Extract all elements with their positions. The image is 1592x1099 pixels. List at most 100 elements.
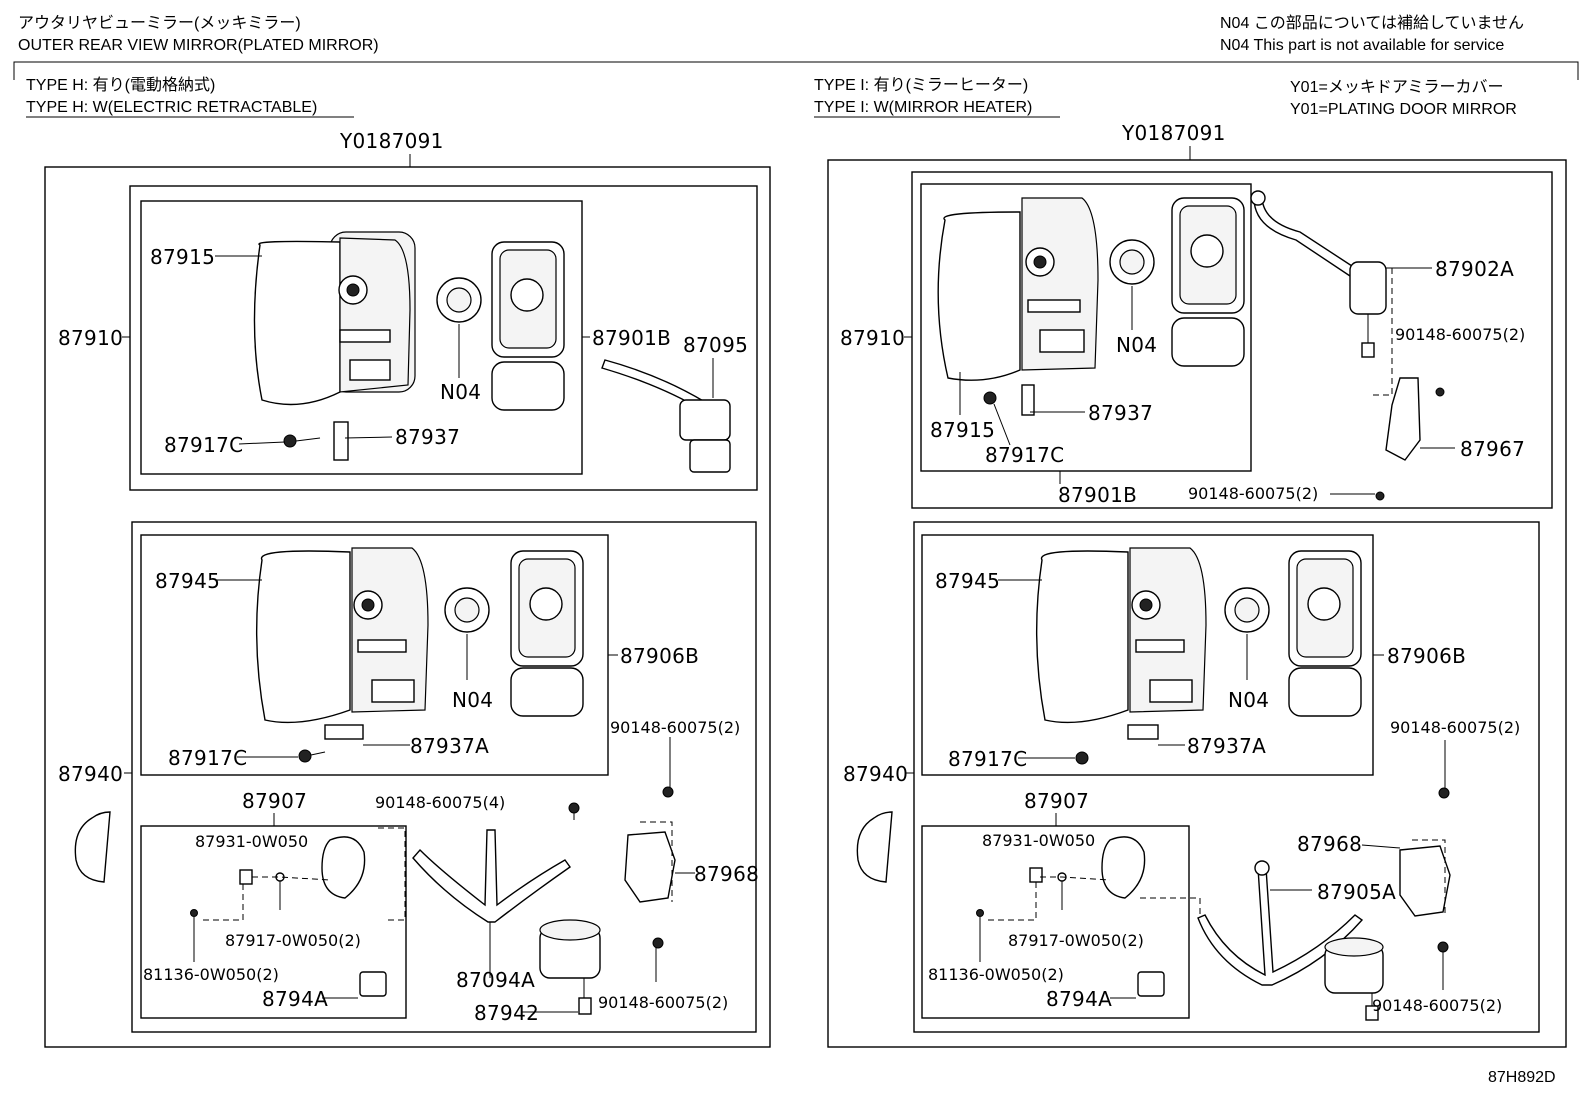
left-motor-n04 <box>436 277 482 378</box>
right-motor <box>1324 937 1384 1021</box>
right-side-cover <box>856 811 893 883</box>
right-mirror-glass-87915 <box>937 211 1021 381</box>
note-en: N04 This part is not available for servi… <box>1220 37 1504 54</box>
right-heater-87902a <box>1250 190 1387 358</box>
left-mirror-housing-lower <box>510 550 584 717</box>
right-screw-87917c <box>983 391 997 405</box>
right-assembly-code: Y0187091 <box>1121 121 1226 145</box>
right-bracket-87967 <box>1370 268 1445 501</box>
title-en: OUTER REAR VIEW MIRROR(PLATED MIRROR) <box>18 37 379 54</box>
callout: 87931-0W050 <box>982 831 1095 850</box>
callout: 87906B <box>1387 644 1466 668</box>
callout: 87968 <box>1297 832 1362 856</box>
callout: 87910 <box>58 326 123 350</box>
callout: 87901B <box>1058 483 1137 507</box>
callout: 87907 <box>1024 789 1089 813</box>
right-note-en: Y01=PLATING DOOR MIRROR <box>1290 101 1517 118</box>
left-lower-group <box>131 521 757 1033</box>
callout: 90148-60075(4) <box>375 793 505 812</box>
left-clip-87937 <box>333 421 349 461</box>
right-type-en: TYPE I: W(MIRROR HEATER) <box>814 99 1032 116</box>
callout: 87915 <box>150 245 215 269</box>
right-cover-87907 <box>976 836 1201 997</box>
right-bracket-87968 <box>1399 839 1451 917</box>
callout: 87942 <box>474 1001 539 1025</box>
callout: N04 <box>1228 688 1269 712</box>
callout: 87931-0W050 <box>195 832 308 851</box>
callout: 87917C <box>985 443 1064 467</box>
left-bracket-87095 <box>601 359 731 473</box>
left-motor-87942 <box>539 919 601 1015</box>
callout: 87901B <box>592 326 671 350</box>
left-mirror-actuator-lower <box>351 547 429 713</box>
right-mirror-housing <box>1171 197 1245 367</box>
left-mirror-housing <box>491 241 565 411</box>
callout: 87917-0W050(2) <box>1008 931 1144 950</box>
callout: 81136-0W050(2) <box>928 965 1064 984</box>
callout: 90148-60075(2) <box>610 718 740 737</box>
left-side-cover <box>74 811 111 883</box>
left-outer-frame <box>44 166 771 1048</box>
left-screw-87917c-lower <box>298 749 326 763</box>
callout: 87095 <box>683 333 748 357</box>
callout: 87907 <box>242 789 307 813</box>
right-bolts <box>1437 787 1450 953</box>
right-mirror-housing-lower <box>1288 550 1362 717</box>
right-type-jp: TYPE I: 有り(ミラーヒーター) <box>814 76 1028 94</box>
callout: 87902A <box>1435 257 1514 281</box>
callout: 87937A <box>410 734 489 758</box>
left-bracket-87968 <box>624 821 676 903</box>
left-harness-87094a <box>412 829 571 978</box>
callout: 87940 <box>843 762 908 786</box>
callout: 87910 <box>840 326 905 350</box>
callout: 87945 <box>155 569 220 593</box>
right-motor-n04 <box>1109 239 1155 330</box>
right-mirror-glass-87945 <box>1035 550 1129 724</box>
left-mirror-glass-87945 <box>255 550 351 724</box>
callout: 87905A <box>1317 880 1396 904</box>
note-jp: N04 この部品については補給していません <box>1220 14 1524 32</box>
right-screw-87917c-lower <box>1075 751 1089 765</box>
right-mirror-actuator-lower <box>1129 547 1207 713</box>
callout: 87937 <box>1088 401 1153 425</box>
header-bracket <box>13 61 1579 80</box>
callout: 87906B <box>620 644 699 668</box>
title-jp: アウタリヤビューミラー(メッキミラー) <box>18 14 301 32</box>
callout: 87917C <box>168 746 247 770</box>
callout: 8794A <box>1046 987 1112 1011</box>
right-upper-sub <box>920 183 1252 472</box>
left-assembly-code: Y0187091 <box>339 129 444 153</box>
right-motor-n04-lower <box>1224 587 1270 680</box>
callout: 87945 <box>935 569 1000 593</box>
callout: 8794A <box>262 987 328 1011</box>
callout: N04 <box>1116 333 1157 357</box>
callout: 90148-60075(2) <box>1390 718 1520 737</box>
callout: N04 <box>452 688 493 712</box>
callout: 87967 <box>1460 437 1525 461</box>
right-note-jp: Y01=メッキドアミラーカバー <box>1290 79 1504 96</box>
callout: 87917-0W050(2) <box>225 931 361 950</box>
callout: 87937A <box>1187 734 1266 758</box>
diagram-id: 87H892D <box>1488 1069 1556 1086</box>
right-mirror-actuator <box>1021 197 1099 371</box>
callout: 81136-0W050(2) <box>143 965 279 984</box>
callout: 90148-60075(2) <box>1372 996 1502 1015</box>
right-outer-frame <box>827 159 1567 1048</box>
right-clip-87937 <box>1021 384 1035 416</box>
callout: 90148-60075(2) <box>1188 484 1318 503</box>
right-harness-87905a <box>1197 860 1364 986</box>
callout: 87917C <box>164 433 243 457</box>
left-upper-group <box>129 185 758 491</box>
callout: N04 <box>440 380 481 404</box>
left-mirror-actuator <box>338 237 411 393</box>
callout: 87968 <box>694 862 759 886</box>
callout: 90148-60075(2) <box>598 993 728 1012</box>
left-motor-n04-lower <box>444 587 490 680</box>
left-type-jp: TYPE H: 有り(電動格納式) <box>26 76 215 94</box>
callout: 87940 <box>58 762 123 786</box>
right-lower-group <box>913 521 1540 1033</box>
left-screw-87917c <box>283 434 321 448</box>
callout: 87917C <box>948 747 1027 771</box>
callout: 90148-60075(2) <box>1395 325 1525 344</box>
